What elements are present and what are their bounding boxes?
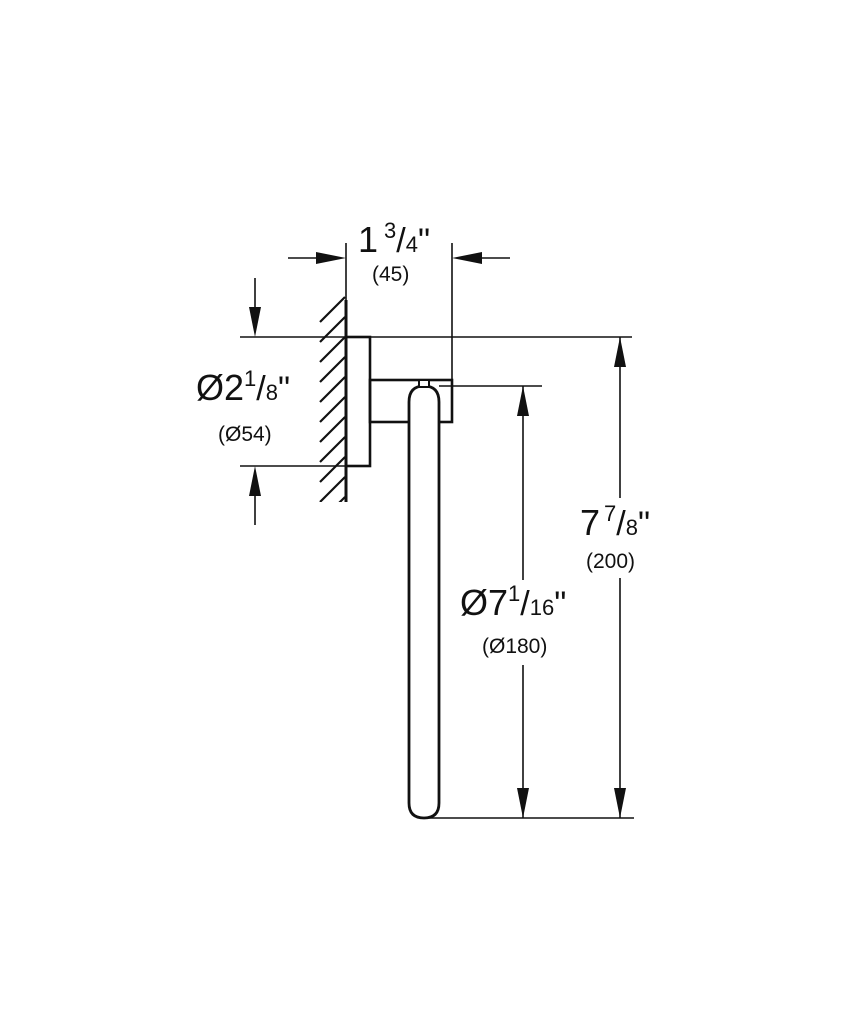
rosette-diameter-numerator: 1 xyxy=(244,366,257,391)
overall-height-denominator: 8 xyxy=(625,515,638,540)
overall-height-numerator: 7 xyxy=(604,501,617,526)
ring-diameter-denominator: 16 xyxy=(529,595,555,620)
wall-hatching xyxy=(319,296,346,502)
ring-diameter-slash: / xyxy=(520,585,530,623)
height-dim-arrow-bottom xyxy=(614,788,626,818)
rosette-diameter-slash: / xyxy=(256,370,266,408)
projection-metric-label: (45) xyxy=(372,263,410,286)
ring-dim-arrow-top xyxy=(517,386,529,416)
ring-diameter-label: Ø71/16" xyxy=(460,582,567,623)
projection-inch-mark: " xyxy=(417,222,431,260)
ring-diameter-metric-label: (Ø180) xyxy=(482,635,548,658)
rosette-diameter-prefix: Ø2 xyxy=(196,367,245,408)
ring-connector xyxy=(418,379,430,388)
rosette-diameter-metric-label: (Ø54) xyxy=(218,423,272,446)
height-dim-arrow-top xyxy=(614,337,626,367)
ring-diameter-numerator: 1 xyxy=(508,581,521,606)
overall-height-inch-mark: " xyxy=(637,505,651,543)
projection-arrow-left-head xyxy=(316,252,346,264)
overall-height-whole: 7 xyxy=(580,502,601,543)
rosette-diameter-label: Ø21/8" xyxy=(196,367,291,408)
rosette-diameter-denominator: 8 xyxy=(265,380,278,405)
ring-diameter-prefix: Ø7 xyxy=(460,582,509,623)
rosette-arrow-bottom-head xyxy=(249,466,261,496)
ring-diameter-inch-mark: " xyxy=(554,585,567,623)
projection-arrow-right-head xyxy=(452,252,482,264)
rosette-arrow-top-head xyxy=(249,307,261,337)
projection-slash: / xyxy=(396,222,406,260)
ring-profile xyxy=(407,384,441,820)
projection-denominator: 4 xyxy=(405,232,418,257)
ring-dim-arrow-bottom xyxy=(517,788,529,818)
projection-whole: 1 xyxy=(358,219,379,260)
projection-numerator: 3 xyxy=(384,218,397,243)
overall-height-metric-label: (200) xyxy=(586,550,636,573)
rosette-diameter-inch-mark: " xyxy=(277,370,291,408)
overall-height-slash: / xyxy=(616,505,626,543)
rosette xyxy=(344,335,372,468)
